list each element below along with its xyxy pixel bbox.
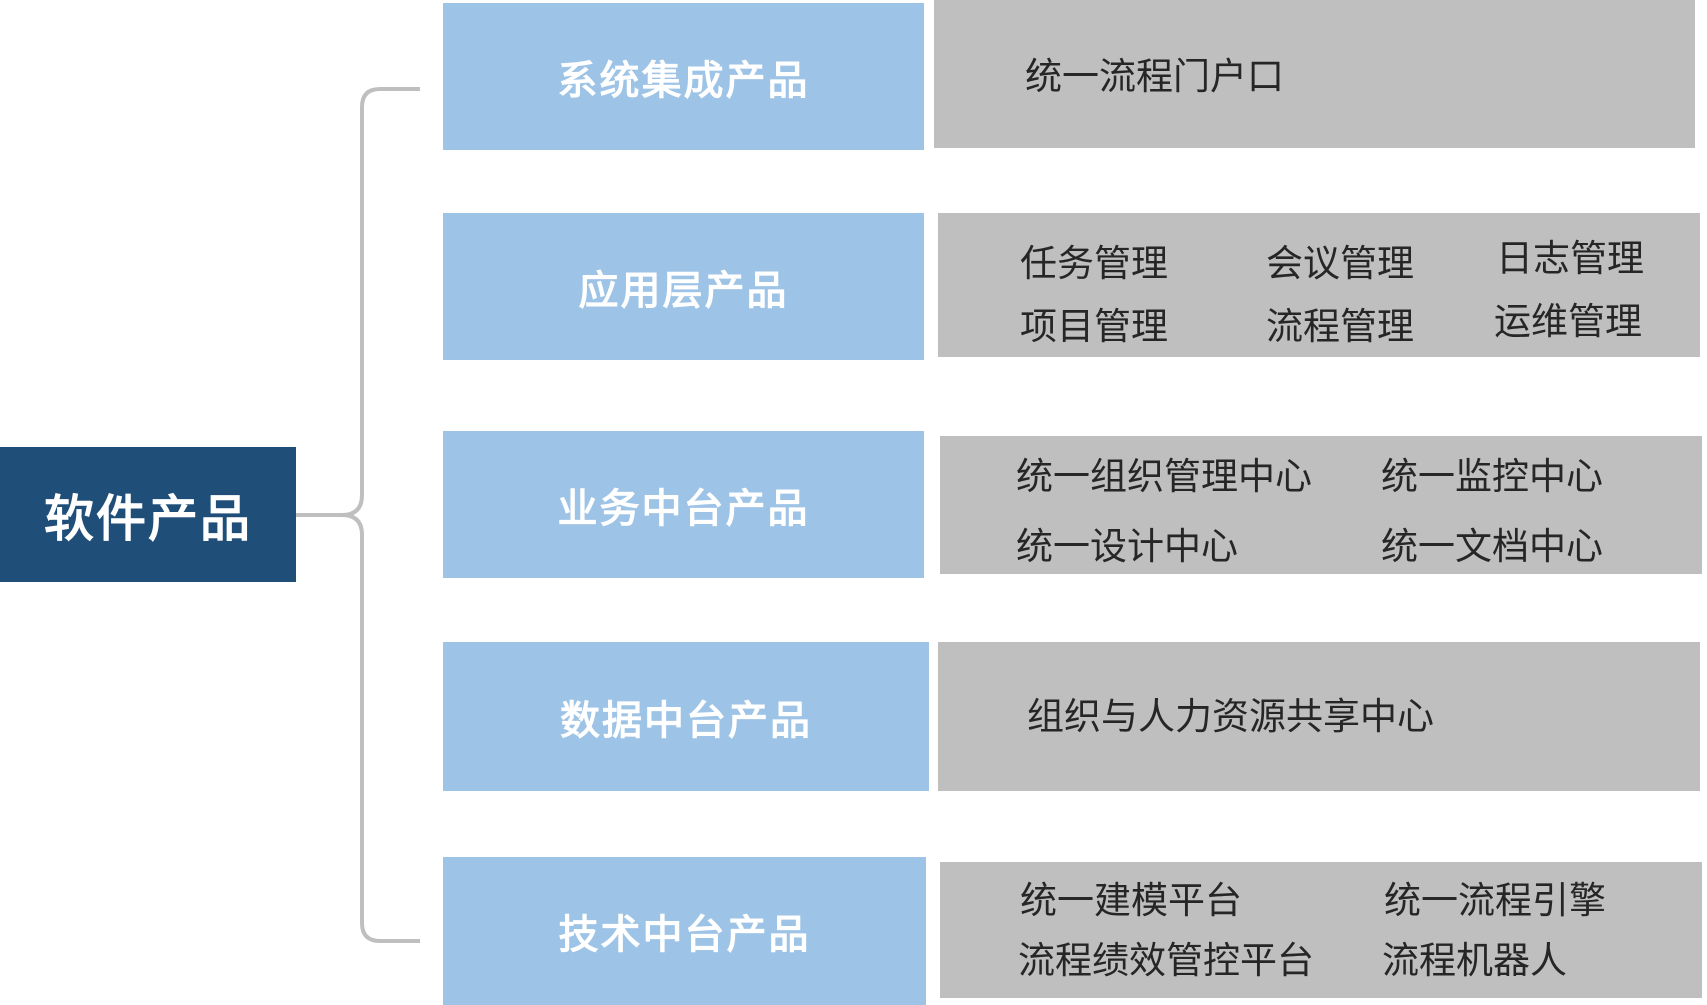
detail-box: 统一流程门户口 bbox=[934, 0, 1695, 148]
detail-item: 项目管理 bbox=[1020, 305, 1168, 348]
category-label: 业务中台产品 bbox=[557, 485, 810, 532]
detail-item: 任务管理 bbox=[1020, 242, 1168, 285]
detail-item: 会议管理 bbox=[1266, 242, 1414, 285]
detail-box: 任务管理 会议管理 日志管理 项目管理 流程管理 运维管理 bbox=[938, 213, 1700, 357]
category-node: 应用层产品 bbox=[443, 213, 924, 360]
detail-item: 统一流程引擎 bbox=[1384, 879, 1606, 922]
detail-item: 运维管理 bbox=[1494, 300, 1642, 343]
category-label: 应用层产品 bbox=[578, 267, 789, 314]
category-node: 系统集成产品 bbox=[443, 3, 924, 150]
category-node: 数据中台产品 bbox=[443, 642, 929, 791]
detail-item: 统一设计中心 bbox=[1016, 525, 1238, 568]
category-node: 技术中台产品 bbox=[443, 857, 926, 1005]
detail-item: 日志管理 bbox=[1496, 237, 1644, 280]
category-label: 数据中台产品 bbox=[560, 697, 812, 744]
detail-item: 流程绩效管控平台 bbox=[1018, 939, 1314, 982]
root-label: 软件产品 bbox=[44, 489, 252, 548]
detail-item: 统一建模平台 bbox=[1020, 879, 1242, 922]
detail-item: 统一流程门户口 bbox=[1025, 55, 1284, 98]
detail-box: 统一建模平台 统一流程引擎 流程绩效管控平台 流程机器人 bbox=[940, 862, 1702, 998]
detail-item: 统一监控中心 bbox=[1381, 455, 1603, 498]
root-node: 软件产品 bbox=[0, 447, 296, 582]
detail-item: 组织与人力资源共享中心 bbox=[1027, 695, 1434, 738]
detail-item: 统一组织管理中心 bbox=[1016, 455, 1312, 498]
detail-item: 统一文档中心 bbox=[1381, 525, 1603, 568]
detail-item: 流程机器人 bbox=[1382, 939, 1567, 982]
category-label: 系统集成产品 bbox=[557, 57, 810, 104]
category-label: 技术中台产品 bbox=[558, 912, 811, 958]
category-node: 业务中台产品 bbox=[443, 431, 924, 578]
detail-item: 流程管理 bbox=[1266, 305, 1414, 348]
detail-box: 组织与人力资源共享中心 bbox=[938, 642, 1700, 791]
detail-box: 统一组织管理中心 统一监控中心 统一设计中心 统一文档中心 bbox=[940, 436, 1702, 574]
